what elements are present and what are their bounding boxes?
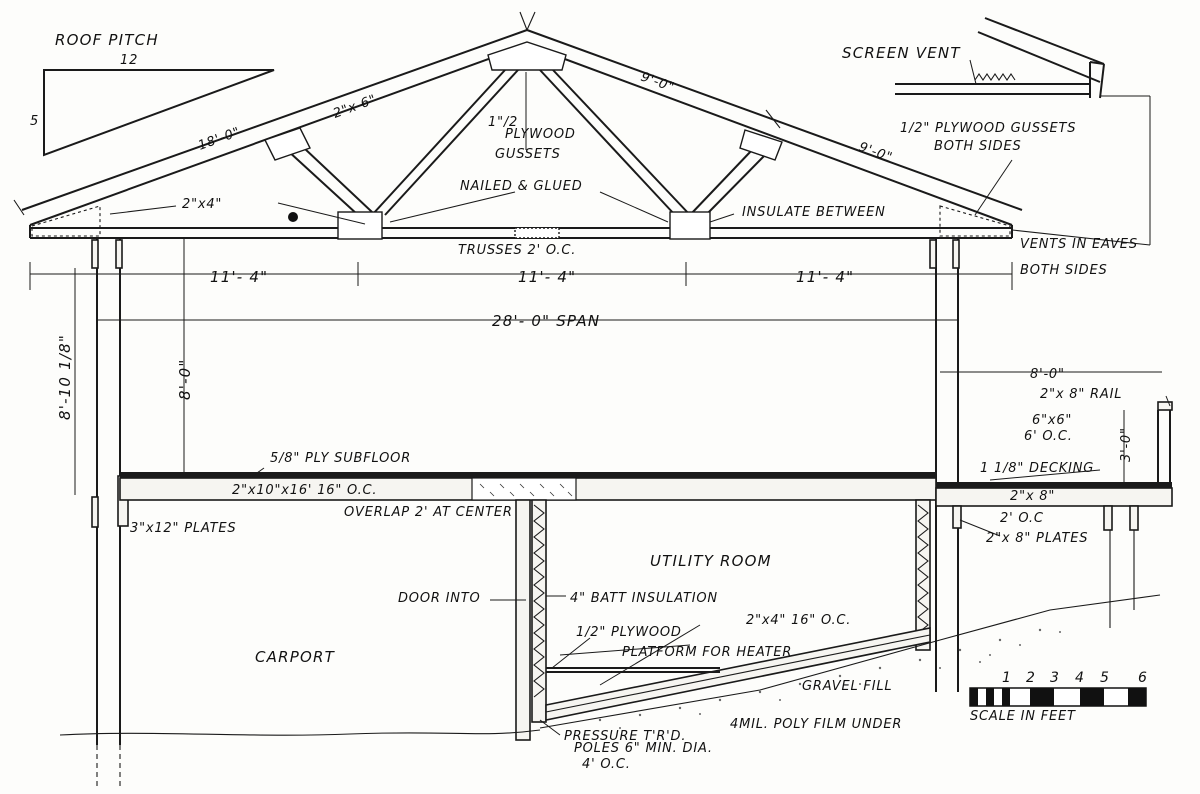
- post-size-label-2: 6' O.C.: [1024, 429, 1073, 444]
- scale-bar: [969, 687, 1147, 707]
- dimension-lines: [29, 238, 1162, 495]
- insulate-between-label: INSULATE BETWEEN: [742, 205, 886, 220]
- post-height-label: 8'-10 1/8": [56, 334, 74, 420]
- gusset-center-label-1: PLYWOOD: [505, 127, 576, 142]
- carport-label: CARPORT: [255, 648, 336, 666]
- span-label: 28'- 0" SPAN: [492, 312, 600, 330]
- scale-number-2: 2: [1026, 670, 1035, 686]
- ply-subfloor-label: 5/8" PLY SUBFLOOR: [270, 451, 411, 466]
- rafter-length-label: 18'-0": [196, 125, 242, 154]
- deck-width-label: 8'-0": [1030, 367, 1065, 382]
- leader-lines: [109, 72, 1171, 736]
- scale-number-6: 6: [1138, 670, 1147, 686]
- overlap-label: OVERLAP 2' AT CENTER: [344, 505, 513, 520]
- dim-left-label: 11'- 4": [210, 268, 268, 286]
- poly-film-label: 4MIL. POLY FILM UNDER: [730, 717, 902, 732]
- door-into-label: DOOR INTO: [398, 591, 481, 606]
- both-sides-label: BOTH SIDES: [1020, 263, 1108, 278]
- half-rafter-upper-label: 9'-0": [639, 70, 677, 96]
- rail-label: 2"x 8" RAIL: [1040, 387, 1122, 402]
- deck-joist-label-2: 2' O.C: [1000, 511, 1044, 526]
- floor-system: [119, 472, 937, 501]
- scale-number-1: 1: [1002, 670, 1011, 686]
- deck: [935, 401, 1173, 628]
- roof-pitch-label: ROOF PITCH: [55, 31, 159, 49]
- trusses-spacing-label: TRUSSES 2' O.C.: [458, 243, 576, 258]
- pitch-run-label: 12: [120, 53, 138, 68]
- post-size-label-1: 6"x6": [1032, 413, 1072, 428]
- pitch-rise-label: 5: [30, 114, 39, 129]
- gussets-both-label-2: BOTH SIDES: [934, 139, 1022, 154]
- labels: ROOF PITCH 12 5 18'-0" 2"x 6" 9'-0" 9'-0…: [30, 31, 1147, 772]
- scale-number-3: 3: [1050, 670, 1059, 686]
- ceiling-height-label: 8'-0": [176, 358, 194, 400]
- roof-pitch-triangle: [43, 69, 275, 157]
- utility-room: [515, 499, 931, 741]
- dim-right-label: 11'- 4": [796, 268, 854, 286]
- decking-label: 1 1/8" DECKING: [980, 461, 1094, 476]
- pressure-label-1: PRESSURE T'R'D.: [564, 729, 686, 744]
- web-size-label: 2"x4": [182, 197, 222, 212]
- plywood-half-label: 1/2" PLYWOOD: [576, 625, 682, 640]
- nailed-glued-label: NAILED & GLUED: [460, 179, 583, 194]
- batt-label: 4" BATT INSULATION: [570, 591, 718, 606]
- studs-label: 2"x4" 16" O.C.: [746, 613, 851, 628]
- gravel-fill-label: GRAVEL FILL: [802, 679, 892, 694]
- pressure-label-3: 4' O.C.: [582, 757, 631, 772]
- dim-mid-label: 11'- 4": [518, 268, 576, 286]
- screen-vent-detail: [895, 17, 1105, 99]
- gusset-center-label-2: GUSSETS: [495, 147, 561, 162]
- scale-in-feet-label: SCALE IN FEET: [970, 709, 1076, 724]
- screen-vent-label: SCREEN VENT: [842, 44, 961, 62]
- gusset-frac-label: 1"/2: [488, 115, 518, 130]
- roof-truss: [13, 11, 1023, 240]
- gussets-both-label-1: 1/2" PLYWOOD GUSSETS: [900, 121, 1076, 136]
- rail-height-label: 3'-0": [1119, 427, 1134, 462]
- ground: [59, 594, 1161, 736]
- deck-plates-label: 2"x 8" PLATES: [986, 531, 1088, 546]
- pressure-label-2: POLES 6" MIN. DIA.: [574, 741, 713, 756]
- deck-joist-label-1: 2"x 8": [1010, 489, 1055, 504]
- half-rafter-lower-label: 9'-0": [857, 140, 895, 166]
- plates-label: 3"x12" PLATES: [130, 521, 236, 536]
- floor-joists-label: 2"x10"x16' 16" O.C.: [232, 483, 377, 498]
- utility-room-label: UTILITY ROOM: [650, 552, 772, 570]
- scale-number-4: 4: [1075, 670, 1084, 686]
- vents-in-eaves-label: VENTS IN EAVES: [1020, 237, 1138, 252]
- platform-label: PLATFORM FOR HEATER: [622, 645, 792, 660]
- scale-number-5: 5: [1100, 670, 1109, 686]
